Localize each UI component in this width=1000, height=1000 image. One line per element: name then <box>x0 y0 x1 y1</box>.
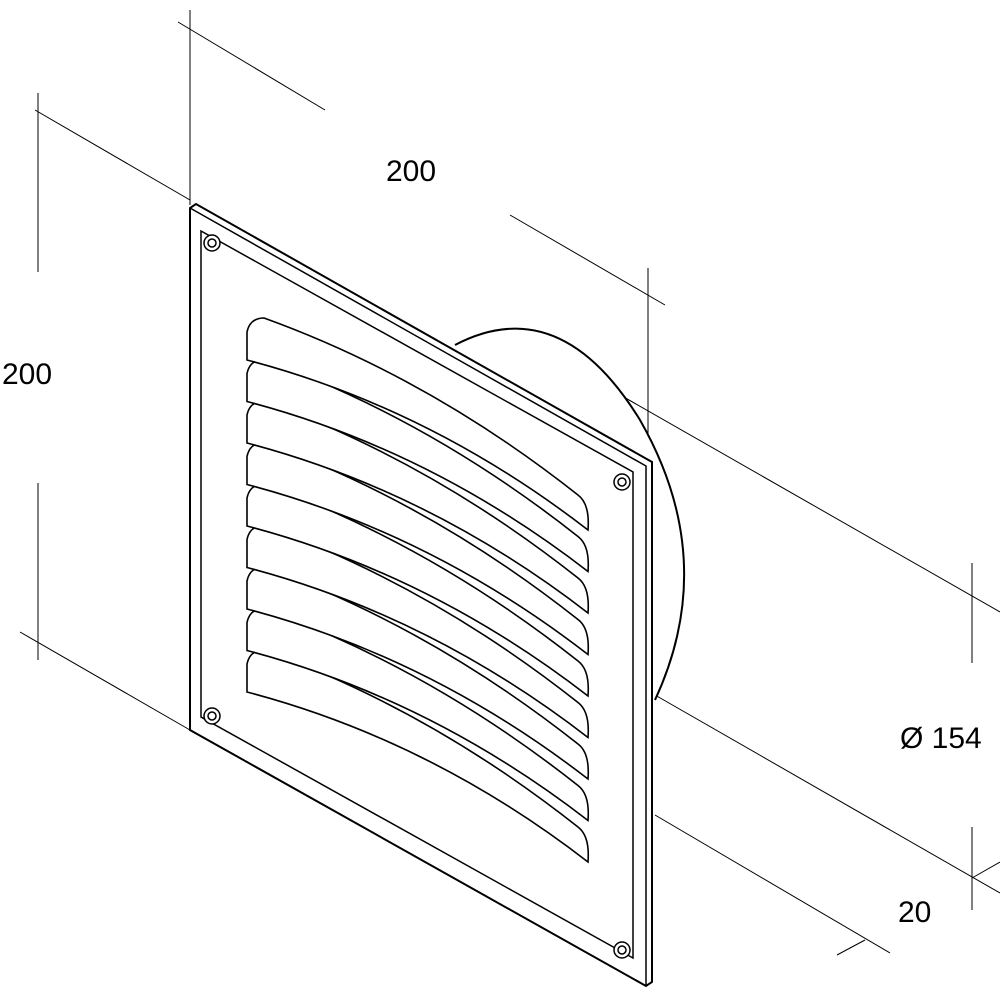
screw-icon <box>613 473 631 491</box>
extension-line-height-bottom <box>19 631 191 731</box>
screw-icon <box>203 707 221 725</box>
depth-dimension-label: 20 <box>898 896 932 929</box>
extension-line-diameter-top <box>579 371 1000 613</box>
extension-line-depth <box>654 814 891 954</box>
screw-icon <box>203 234 221 252</box>
dimension-lines <box>19 10 1000 956</box>
diameter-dimension-label: Ø 154 <box>900 722 982 755</box>
louvers <box>246 317 590 864</box>
screw-icon <box>613 941 631 959</box>
screws <box>203 234 631 959</box>
extension-line-diameter-bottom <box>654 694 1000 894</box>
dimension-line-width-a <box>177 21 326 111</box>
width-dimension-label: 200 <box>386 155 437 188</box>
dimension-tick-depth-b <box>836 939 866 956</box>
louver-slat <box>246 317 590 532</box>
plate-edge <box>189 207 647 986</box>
height-dimension-label: 200 <box>2 358 53 391</box>
dimension-line-width-b <box>509 214 666 306</box>
dimension-tick-depth-a <box>971 861 1000 879</box>
extension-line-height-top <box>34 109 191 201</box>
plate-inner-frame <box>200 229 634 960</box>
